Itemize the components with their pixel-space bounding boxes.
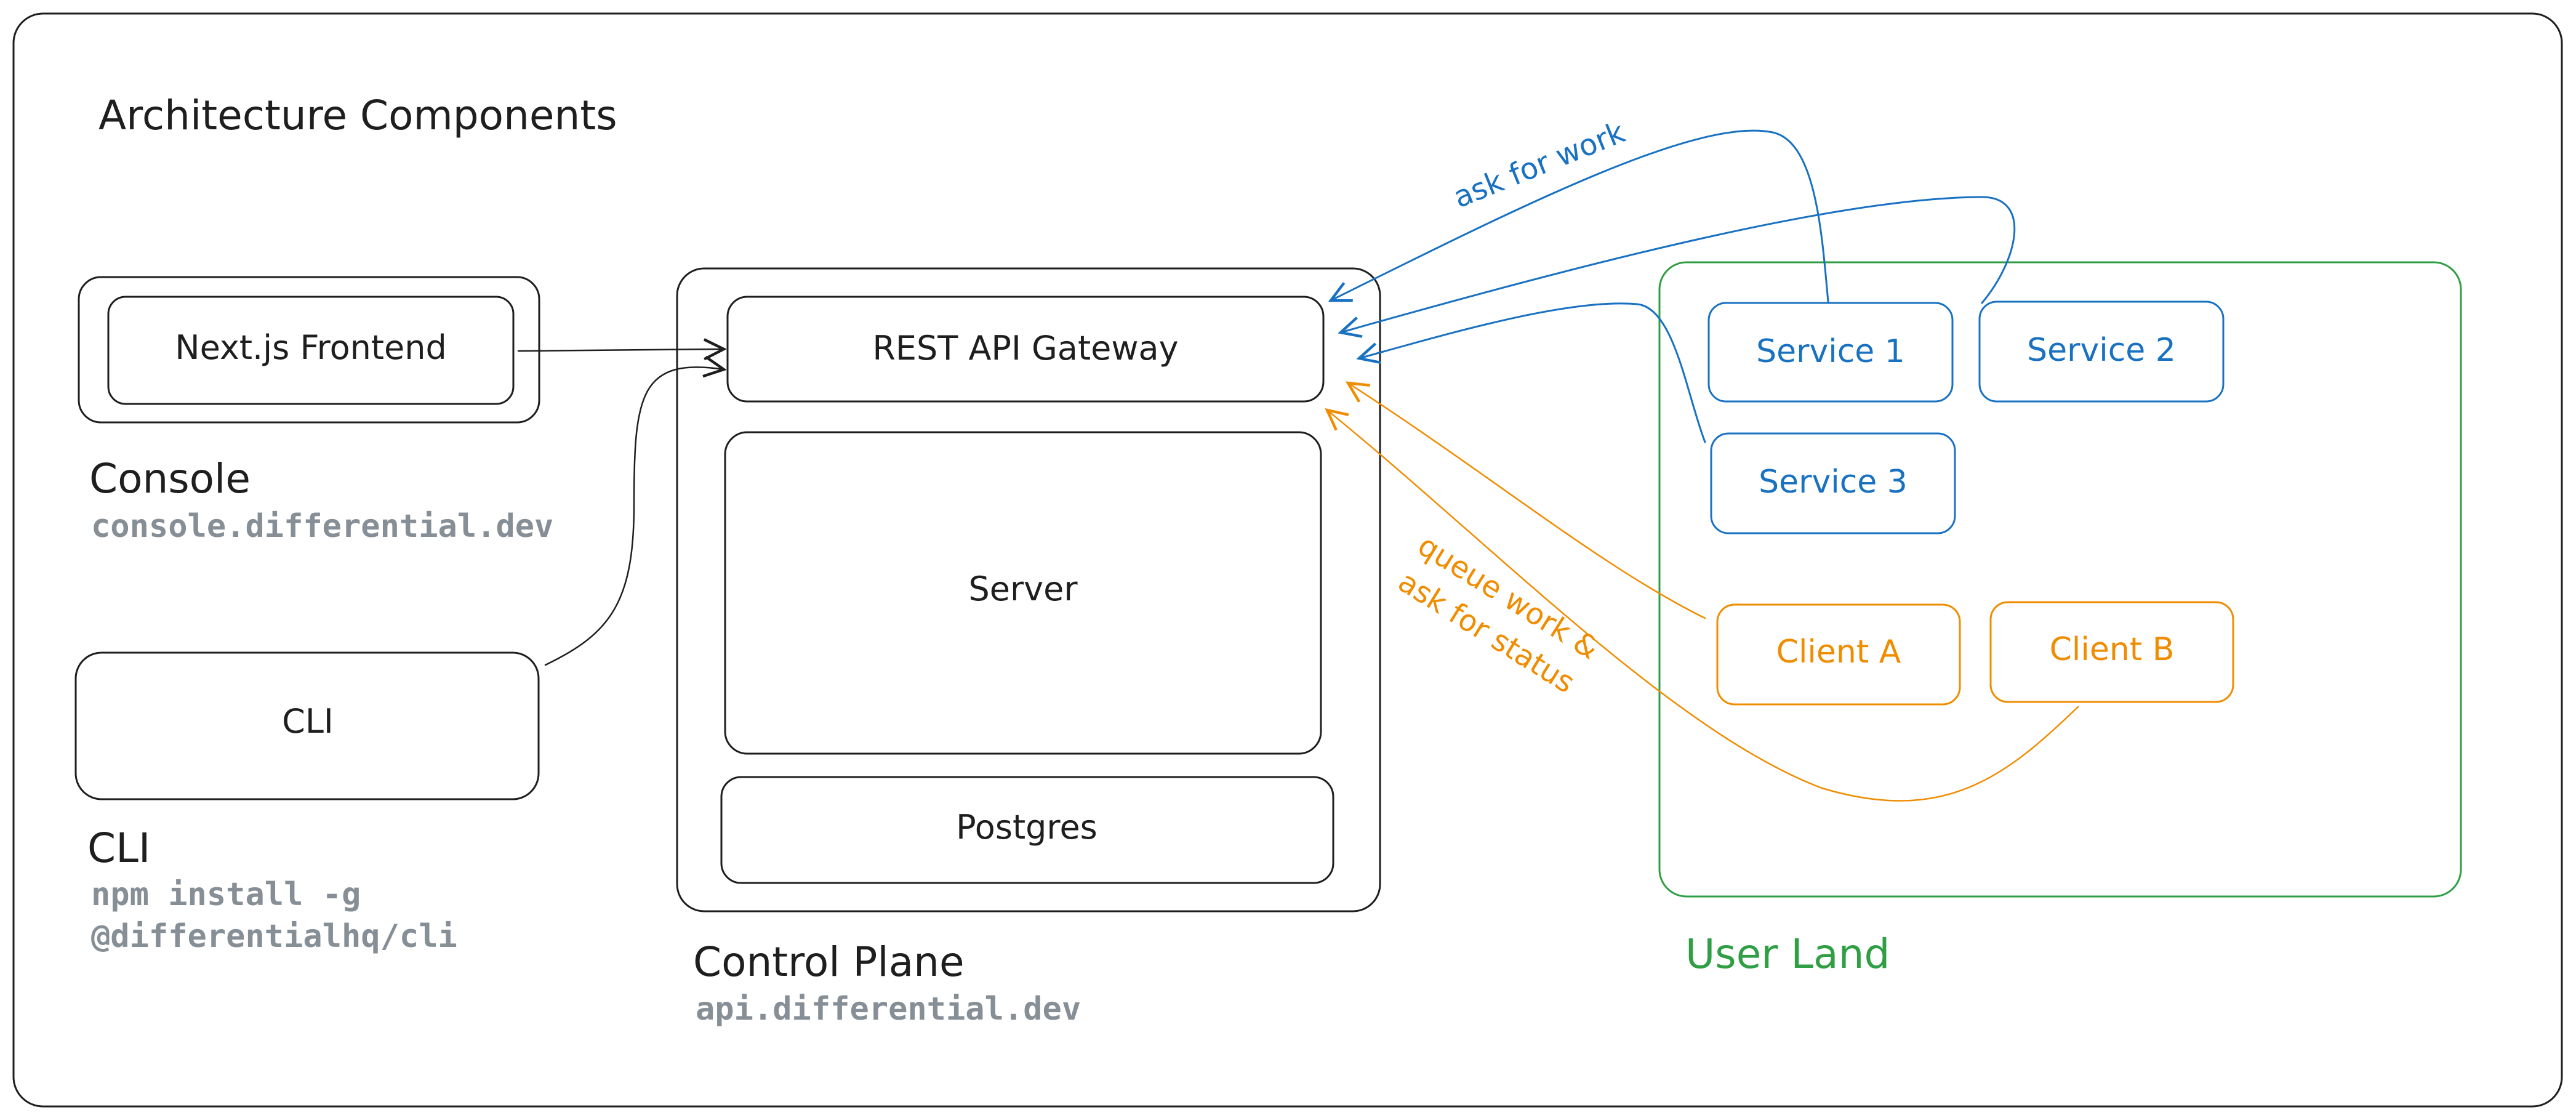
service-3-to-gateway-arrow (1359, 302, 1706, 443)
client-a-box (1716, 603, 1961, 706)
outer-frame (12, 12, 2563, 1108)
frontend-to-gateway-arrow (517, 349, 724, 351)
nextjs-frontend-label: Next.js Frontend (175, 328, 447, 367)
client-a-label: Client A (1776, 634, 1901, 671)
client-a-to-gateway-arrow (1348, 383, 1706, 619)
service-2-to-gateway-arrow (1341, 196, 2016, 332)
service-3-box (1710, 432, 1956, 534)
service-1-label: Service 1 (1756, 333, 1905, 370)
user-land-heading: User Land (1685, 930, 1890, 978)
server-label: Server (968, 570, 1078, 608)
postgres-box (720, 776, 1334, 884)
cli-box (74, 651, 540, 800)
console-url: console.differential.dev (91, 508, 553, 545)
control-plane-heading: Control Plane (693, 938, 965, 986)
cli-heading: CLI (87, 824, 150, 872)
control-plane-group: REST API Gateway Server Postgres Control… (676, 267, 1381, 1028)
nextjs-frontend-box (107, 296, 515, 405)
client-b-to-gateway-arrow (1327, 410, 2079, 802)
service-1-box (1707, 302, 1954, 403)
server-box (724, 431, 1322, 755)
control-plane-url: api.differential.dev (696, 991, 1081, 1028)
console-heading: Console (89, 455, 251, 502)
control-plane-outer-box (676, 267, 1381, 913)
service-3-label: Service 3 (1759, 464, 1908, 501)
service-2-box (1978, 300, 2225, 403)
cli-to-gateway-arrow (544, 367, 724, 666)
rest-api-gateway-box (726, 296, 1325, 403)
cli-install-line-2: @differentialhq/cli (91, 918, 457, 955)
cli-box-label: CLI (282, 702, 334, 741)
postgres-label: Postgres (956, 808, 1097, 847)
service-2-label: Service 2 (2027, 332, 2176, 369)
diagram-title: Architecture Components (98, 92, 617, 139)
console-group: Next.js Frontend Console console.differe… (78, 276, 553, 545)
rest-api-gateway-label: REST API Gateway (872, 329, 1178, 368)
user-land-group: User Land Service 1 Service 2 Service 3 … (1658, 261, 2462, 978)
cli-install-line-1: npm install -g (91, 876, 361, 913)
cli-group: CLI CLI npm install -g @differentialhq/c… (74, 651, 540, 955)
user-land-box (1658, 261, 2462, 898)
console-outer-box (78, 276, 540, 424)
client-b-box (1989, 601, 2234, 703)
client-b-label: Client B (2050, 631, 2175, 668)
